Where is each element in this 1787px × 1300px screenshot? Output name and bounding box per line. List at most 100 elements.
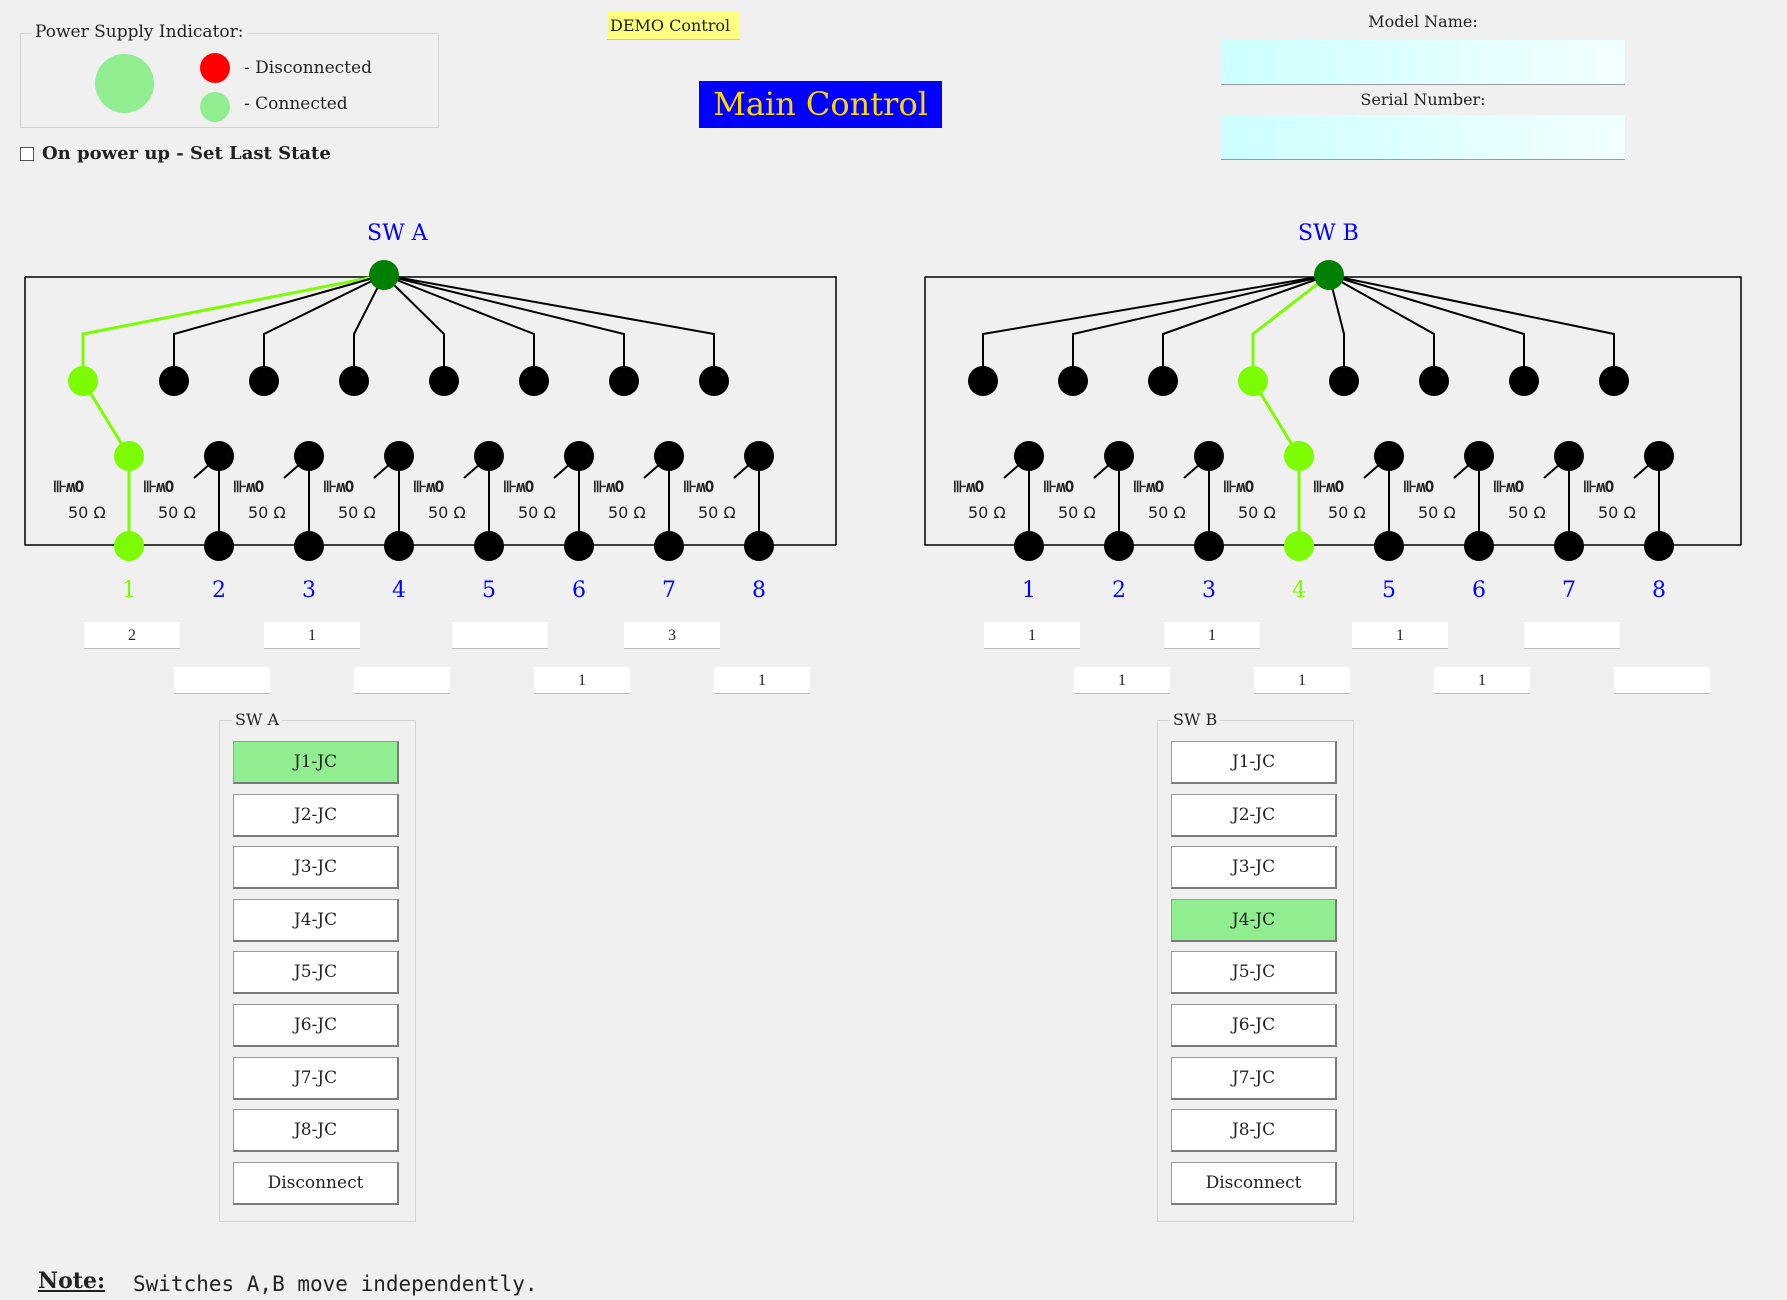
sw-a-count-box: 1 — [264, 622, 360, 649]
common-node — [369, 260, 399, 290]
sw-b-j5-jc-button[interactable]: J5-JC — [1171, 951, 1337, 995]
sw-a-port-2-label: 2 — [212, 578, 226, 603]
sw-a-j1-jc-button[interactable]: J1-JC — [233, 741, 399, 784]
sw-b-j8-jc-button[interactable]: J8-JC — [1171, 1109, 1337, 1153]
upper-node — [68, 366, 98, 396]
port-node — [1284, 531, 1314, 561]
note-text: Switches A,B move independently. — [133, 1272, 538, 1296]
upper-node — [1329, 366, 1359, 396]
power-up-option[interactable]: On power up - Set Last State — [20, 143, 331, 164]
sw-a-count-box: 2 — [84, 622, 180, 649]
sw-b-j7-jc-button[interactable]: J7-JC — [1171, 1056, 1337, 1100]
sw-a-count-box: 1 — [714, 667, 810, 694]
throw-node — [564, 441, 594, 471]
sw-b-j2-jc-button[interactable]: J2-JC — [1171, 793, 1337, 837]
resistor-icon: ⊪ʍO — [53, 477, 84, 496]
sw-b-count-box: 1 — [1074, 667, 1170, 694]
sw-a-title: SW A — [367, 221, 428, 246]
throw-node — [474, 441, 504, 471]
throw-node — [114, 441, 144, 471]
sw-b-count-box — [1614, 667, 1710, 694]
fan-line — [353, 274, 385, 381]
power-up-checkbox[interactable] — [20, 146, 34, 161]
upper-node — [1599, 366, 1629, 396]
model-name-input[interactable] — [1221, 40, 1625, 85]
port-node — [1104, 531, 1134, 561]
resistor-icon: ⊪ʍO — [1223, 477, 1254, 496]
sw-a-j7-jc-button[interactable]: J7-JC — [233, 1056, 399, 1100]
sw-a-button-group — [219, 720, 416, 1222]
fan-line — [1328, 274, 1435, 381]
sw-b-group-legend: SW B — [1170, 710, 1221, 729]
sw-a-port-6-label: 6 — [572, 578, 586, 603]
sw-b-j3-jc-button[interactable]: J3-JC — [1171, 846, 1337, 890]
fan-line — [1162, 274, 1330, 381]
upper-node — [339, 366, 369, 396]
resistor-label: 50 Ω — [1238, 503, 1276, 522]
throw-node — [1374, 441, 1404, 471]
resistor-label: 50 Ω — [338, 503, 376, 522]
sw-a-j3-jc-button[interactable]: J3-JC — [233, 846, 399, 890]
port-node — [294, 531, 324, 561]
throw-node — [204, 441, 234, 471]
power-up-label: On power up - Set Last State — [42, 143, 331, 164]
resistor-label: 50 Ω — [1508, 503, 1546, 522]
sw-a-j2-jc-button[interactable]: J2-JC — [233, 793, 399, 837]
resistor-label: 50 Ω — [68, 503, 106, 522]
resistor-label: 50 Ω — [968, 503, 1006, 522]
throw-node — [294, 441, 324, 471]
upper-node — [699, 366, 729, 396]
resistor-label: 50 Ω — [1598, 503, 1636, 522]
throw-node — [384, 441, 414, 471]
throw-node — [1194, 441, 1224, 471]
resistor-label: 50 Ω — [608, 503, 646, 522]
sw-b-j1-jc-button[interactable]: J1-JC — [1171, 741, 1337, 784]
port-node — [744, 531, 774, 561]
sw-b-count-box: 1 — [1434, 667, 1530, 694]
sw-b-port-1-label: 1 — [1022, 578, 1036, 603]
fan-line — [1328, 274, 1615, 381]
resistor-label: 50 Ω — [158, 503, 196, 522]
sw-b-j4-jc-button[interactable]: J4-JC — [1171, 898, 1337, 942]
sw-b-port-3-label: 3 — [1202, 578, 1216, 603]
sw-b-count-box: 1 — [1254, 667, 1350, 694]
note-label: Note: — [38, 1268, 106, 1294]
sw-a-count-box — [354, 667, 450, 694]
fan-line — [1072, 274, 1330, 381]
serial-number-label: Serial Number: — [1360, 90, 1486, 109]
sw-a-j4-jc-button[interactable]: J4-JC — [233, 898, 399, 942]
fan-line — [383, 274, 445, 381]
serial-number-input[interactable] — [1221, 115, 1625, 160]
port-node — [1014, 531, 1044, 561]
sw-a-count-box — [174, 667, 270, 694]
power-supply-group — [20, 33, 439, 128]
port-node — [1554, 531, 1584, 561]
port-node — [114, 531, 144, 561]
resistor-label: 50 Ω — [428, 503, 466, 522]
fan-line — [1251, 273, 1330, 381]
sw-a-port-1-label: 1 — [122, 578, 136, 603]
sw-b-disconnect-button[interactable]: Disconnect — [1171, 1161, 1337, 1205]
sw-a-j8-jc-button[interactable]: J8-JC — [233, 1109, 399, 1153]
resistor-label: 50 Ω — [1418, 503, 1456, 522]
sw-a-j6-jc-button[interactable]: J6-JC — [233, 1004, 399, 1047]
port-node — [204, 531, 234, 561]
upper-node — [519, 366, 549, 396]
resistor-icon: ⊪ʍO — [1133, 477, 1164, 496]
connected-indicator-dot — [200, 92, 230, 122]
port-node — [654, 531, 684, 561]
sw-a-count-box — [452, 622, 548, 649]
sw-a-disconnect-button[interactable]: Disconnect — [233, 1161, 399, 1205]
throw-node — [744, 441, 774, 471]
sw-b-j6-jc-button[interactable]: J6-JC — [1171, 1004, 1337, 1047]
sw-a-j5-jc-button[interactable]: J5-JC — [233, 951, 399, 995]
resistor-label: 50 Ω — [1058, 503, 1096, 522]
upper-node — [968, 366, 998, 396]
fan-line — [263, 274, 385, 381]
throw-node — [1104, 441, 1134, 471]
resistor-label: 50 Ω — [1328, 503, 1366, 522]
throw-node — [654, 441, 684, 471]
